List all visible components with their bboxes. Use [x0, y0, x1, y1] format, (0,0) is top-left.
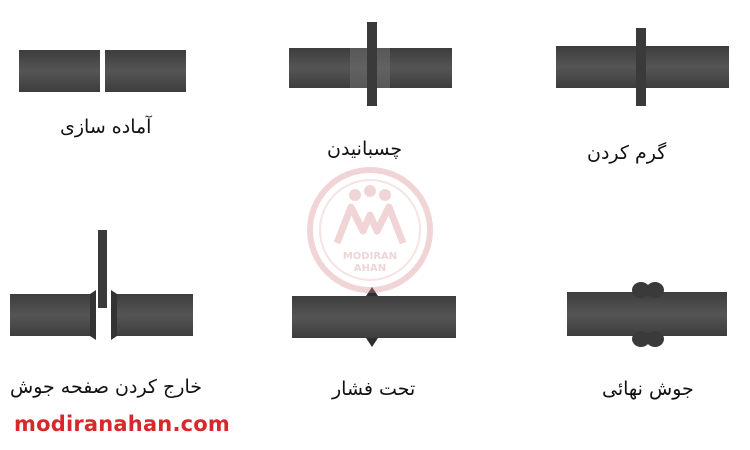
watermark-inner-ring — [319, 179, 421, 281]
figure-head-left — [349, 189, 361, 201]
heating-plate — [98, 230, 107, 308]
watermark-text-top: MODIRAN — [343, 251, 397, 262]
watermark-logo: MODIRAN AHAN — [307, 167, 433, 293]
watermark-text-bottom: AHAN — [354, 263, 386, 274]
left-pipe-bar — [19, 50, 100, 92]
bead-bottom-left — [632, 331, 650, 347]
step-prepare-figure — [19, 50, 186, 92]
top-bead — [366, 287, 378, 296]
caption-pressure: تحت فشار — [332, 378, 416, 400]
figure-head-right — [379, 189, 391, 201]
step-pressure-figure — [292, 287, 456, 347]
right-pipe-bar — [113, 294, 193, 336]
caption-clamp: چسبانیدن — [327, 138, 403, 160]
heating-plate — [367, 22, 377, 106]
pipe-bar — [292, 296, 456, 338]
caption-prepare: آماده سازی — [60, 116, 152, 138]
step-clamp-figure — [289, 22, 452, 106]
pipe-bar — [567, 292, 727, 336]
bead-top-left — [632, 282, 650, 298]
bottom-bead — [366, 338, 378, 347]
site-url: modiranahan.com — [14, 412, 230, 436]
bead-bottom-right — [646, 331, 664, 347]
left-pipe-bar — [10, 294, 94, 336]
caption-heat: گرم کردن — [587, 142, 667, 164]
figure-m-shape — [333, 203, 407, 245]
left-bead — [90, 290, 96, 340]
step-final-weld-figure — [567, 282, 727, 347]
caption-final-weld: جوش نهائی — [602, 378, 694, 400]
right-pipe-bar — [105, 50, 186, 92]
step-remove-plate-figure — [10, 230, 193, 340]
caption-remove-plate: خارج کردن صفحه جوش — [10, 376, 202, 398]
right-bead — [111, 290, 117, 340]
watermark-ring — [307, 167, 433, 293]
bead-top-right — [646, 282, 664, 298]
heating-plate — [636, 28, 646, 106]
figure-head-center — [364, 185, 376, 197]
step-heat-figure — [556, 28, 729, 106]
